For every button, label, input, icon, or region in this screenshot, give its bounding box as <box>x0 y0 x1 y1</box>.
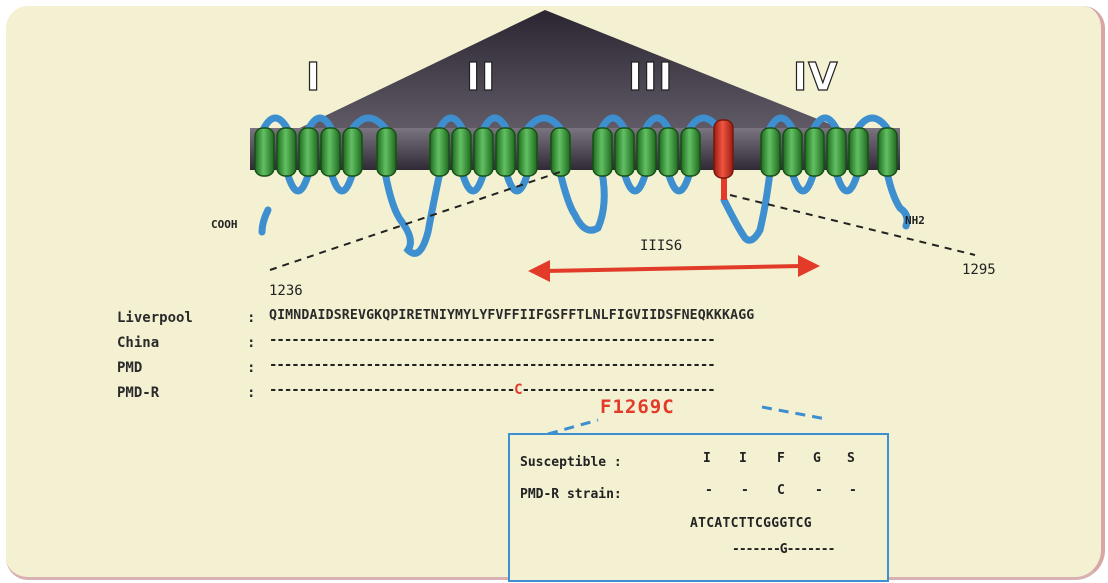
row-label-liverpool: Liverpool <box>117 310 193 326</box>
dna-dashes-before: ------- <box>732 542 780 557</box>
detail-callout-right <box>762 407 826 419</box>
susceptible-aa-5: S <box>847 451 855 466</box>
sequence-pmd: ----------------------------------------… <box>269 357 715 373</box>
terminus-left-label: COOH <box>211 218 238 231</box>
row-label-pmd: PMD <box>117 360 142 376</box>
pmd-r-aa-1: - <box>705 483 713 498</box>
iiis6-arrow <box>528 255 820 282</box>
iiis6-helix <box>714 120 733 178</box>
susceptible-aa-2: I <box>739 451 747 466</box>
codon-detail-box: Susceptible : I I F G S PMD-R strain: - … <box>508 433 889 582</box>
pmd-r-aa-2: - <box>741 483 749 498</box>
mutation-label: F1269C <box>600 396 675 418</box>
susceptible-label: Susceptible : <box>520 455 622 470</box>
pmd-r-strain-label: PMD-R strain: <box>520 487 622 502</box>
domain-label-2: II <box>466 55 496 99</box>
domain-label-1: I <box>306 55 321 99</box>
dna-sequence: ATCATCTTCGGGTCG <box>690 516 812 531</box>
terminus-right-label: NH2 <box>905 214 925 227</box>
domain-label-3: III <box>628 55 673 99</box>
susceptible-aa-4: G <box>813 451 821 466</box>
pmd-r-aa-5: - <box>849 483 857 498</box>
susceptible-aa-1: I <box>703 451 711 466</box>
row-label-china: China <box>117 335 159 351</box>
position-start: 1236 <box>269 283 303 299</box>
row-label-pmd-r: PMD-R <box>117 385 159 401</box>
sequence-china: ----------------------------------------… <box>269 332 715 348</box>
susceptible-aa-3: F <box>777 451 785 466</box>
segment-label: IIIS6 <box>640 238 682 254</box>
sequence-liverpool: QIMNDAIDSREVGKQPIRETNIYMYLYFVFFIIFGSFFTL… <box>269 308 754 323</box>
pmd-r-dashes-before: --------------------------------- <box>269 382 514 398</box>
domain-label-4: IV <box>793 55 839 99</box>
pmd-r-mutation: C <box>514 382 521 398</box>
dna-mutation: G <box>780 542 787 557</box>
row-sep-pmd: : <box>247 360 255 376</box>
detail-callout-left <box>548 420 598 434</box>
pmd-r-aa-4: - <box>815 483 823 498</box>
row-sep-pmd-r: : <box>247 385 255 401</box>
dna-mutation-line: -------G------- <box>732 542 834 557</box>
row-sep-liverpool: : <box>247 310 255 326</box>
dna-dashes-after: ------- <box>787 542 835 557</box>
row-sep-china: : <box>247 335 255 351</box>
pmd-r-aa-3: C <box>777 483 785 498</box>
position-end: 1295 <box>962 262 996 278</box>
